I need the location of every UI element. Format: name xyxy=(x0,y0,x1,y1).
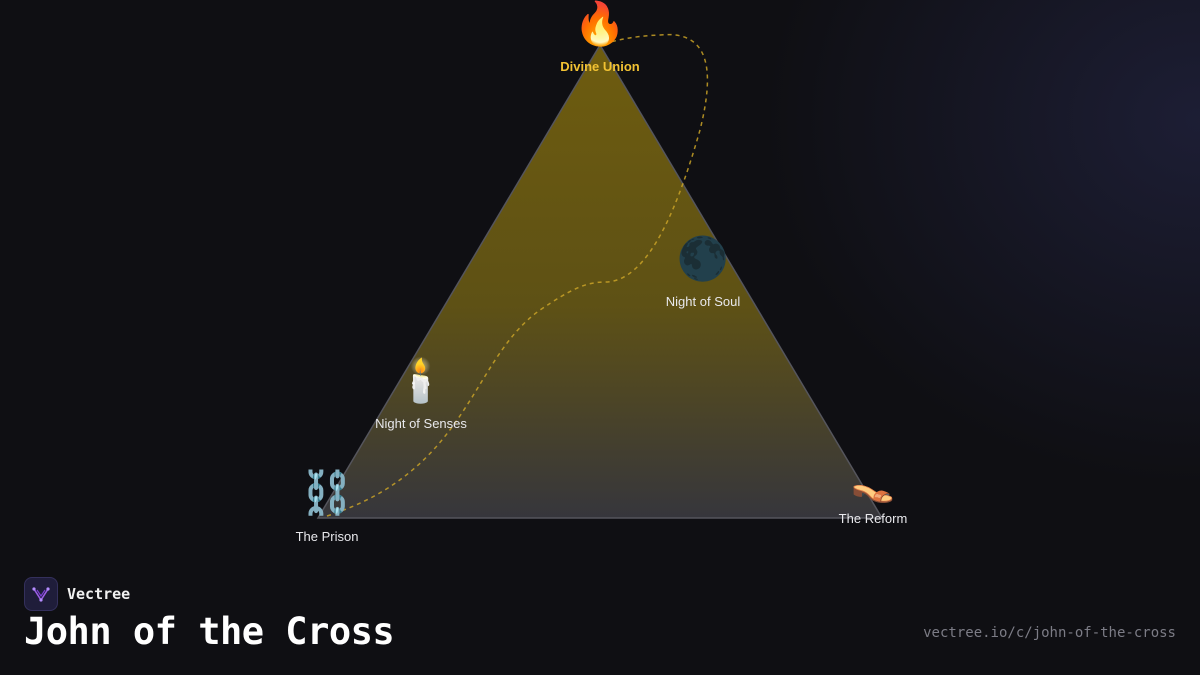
new-moon-icon: 🌑 xyxy=(676,235,730,282)
sandal-icon: 👡 xyxy=(850,463,896,504)
footer-url[interactable]: vectree.io/c/john-of-the-cross xyxy=(923,625,1176,641)
node-label-night-of-senses: Night of Senses xyxy=(375,416,467,431)
node-label-divine-union: Divine Union xyxy=(560,59,640,74)
brand: Vectree xyxy=(24,577,130,611)
candle-icon: 🕯️ xyxy=(394,357,448,404)
node-label-the-prison: The Prison xyxy=(295,529,359,544)
brand-name: Vectree xyxy=(67,585,131,603)
fire-icon: 🔥 xyxy=(573,0,627,47)
node-label-night-of-soul: Night of Soul xyxy=(665,294,741,309)
node-label-the-reform: The Reform xyxy=(838,511,908,526)
vectree-logo-icon xyxy=(24,577,58,611)
chains-icon: ⛓️ xyxy=(300,469,354,516)
page-title: John of the Cross xyxy=(24,610,395,653)
